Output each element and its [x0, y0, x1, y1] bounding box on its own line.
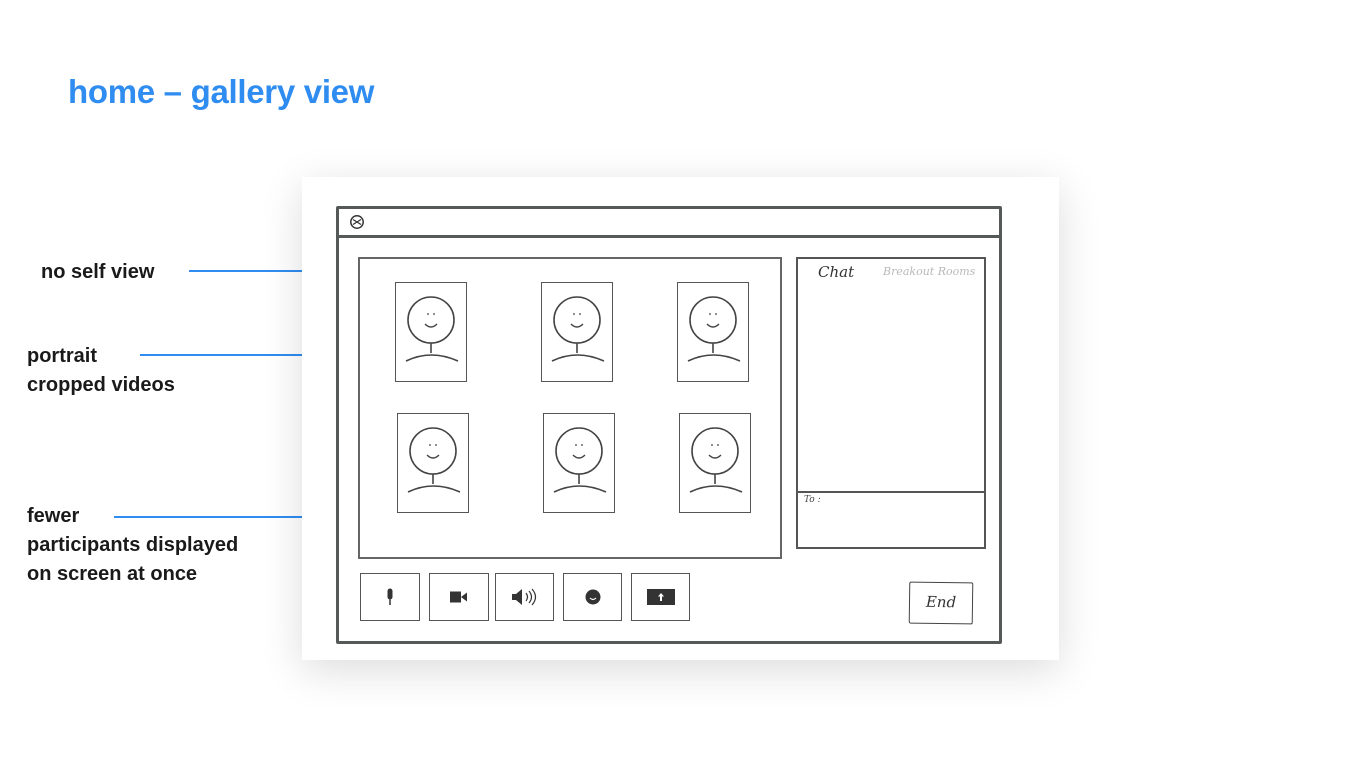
tab-chat[interactable]: Chat	[818, 263, 855, 281]
participant-avatar-icon	[407, 427, 461, 493]
annotation-leader-line	[189, 270, 330, 272]
annotation-portrait-videos: portrait cropped videos	[27, 342, 175, 400]
annotation-leader-line	[140, 354, 372, 356]
participant-video-tile[interactable]	[679, 413, 751, 513]
annotation-line: cropped videos	[27, 374, 175, 396]
tab-breakout-rooms[interactable]: Breakout Rooms	[883, 265, 976, 278]
annotation-line: portrait	[27, 345, 97, 367]
participant-gallery	[358, 257, 782, 559]
chat-side-panel: Chat Breakout Rooms To :	[796, 257, 986, 549]
slide-title: home – gallery view	[68, 73, 375, 110]
end-call-label: End	[925, 592, 957, 612]
participant-video-tile[interactable]	[397, 413, 469, 513]
share-screen-button[interactable]	[631, 573, 690, 621]
speaker-button[interactable]	[495, 573, 554, 621]
app-window: Chat Breakout Rooms To :	[336, 206, 1002, 644]
participant-avatar-icon	[551, 296, 605, 362]
annotation-line: on screen at once	[27, 563, 198, 585]
annotation-line: fewer	[27, 505, 80, 527]
annotation-line: no self view	[41, 261, 155, 283]
share-screen-icon	[646, 589, 675, 605]
participant-avatar-icon	[687, 296, 741, 362]
participant-avatar-icon	[553, 427, 607, 493]
camera-button[interactable]	[429, 573, 489, 621]
reactions-button[interactable]	[563, 573, 622, 621]
annotation-line: participants displayed	[27, 534, 239, 556]
mic-button[interactable]	[360, 573, 420, 621]
camera-logo-icon	[350, 215, 364, 229]
participant-video-tile[interactable]	[543, 413, 615, 513]
smiley-icon	[585, 589, 600, 605]
participant-video-tile[interactable]	[677, 282, 749, 382]
compose-recipient-label: To :	[804, 495, 821, 505]
participant-video-tile[interactable]	[541, 282, 613, 382]
annotation-no-self-view: no self view	[41, 258, 154, 287]
chat-compose-field[interactable]: To :	[798, 491, 984, 547]
participant-video-tile[interactable]	[395, 282, 467, 382]
microphone-icon	[387, 588, 393, 605]
speaker-icon	[511, 588, 536, 606]
end-call-button[interactable]: End	[908, 581, 974, 625]
wireframe-sketch: Chat Breakout Rooms To :	[302, 177, 1059, 660]
window-titlebar	[339, 209, 999, 238]
participant-avatar-icon	[405, 296, 459, 362]
video-camera-icon	[450, 591, 467, 603]
annotation-fewer-participants: fewer participants displayed on screen a…	[27, 502, 238, 589]
chat-messages-area	[798, 285, 984, 491]
participant-avatar-icon	[689, 427, 743, 493]
annotation-leader-line	[114, 516, 372, 518]
